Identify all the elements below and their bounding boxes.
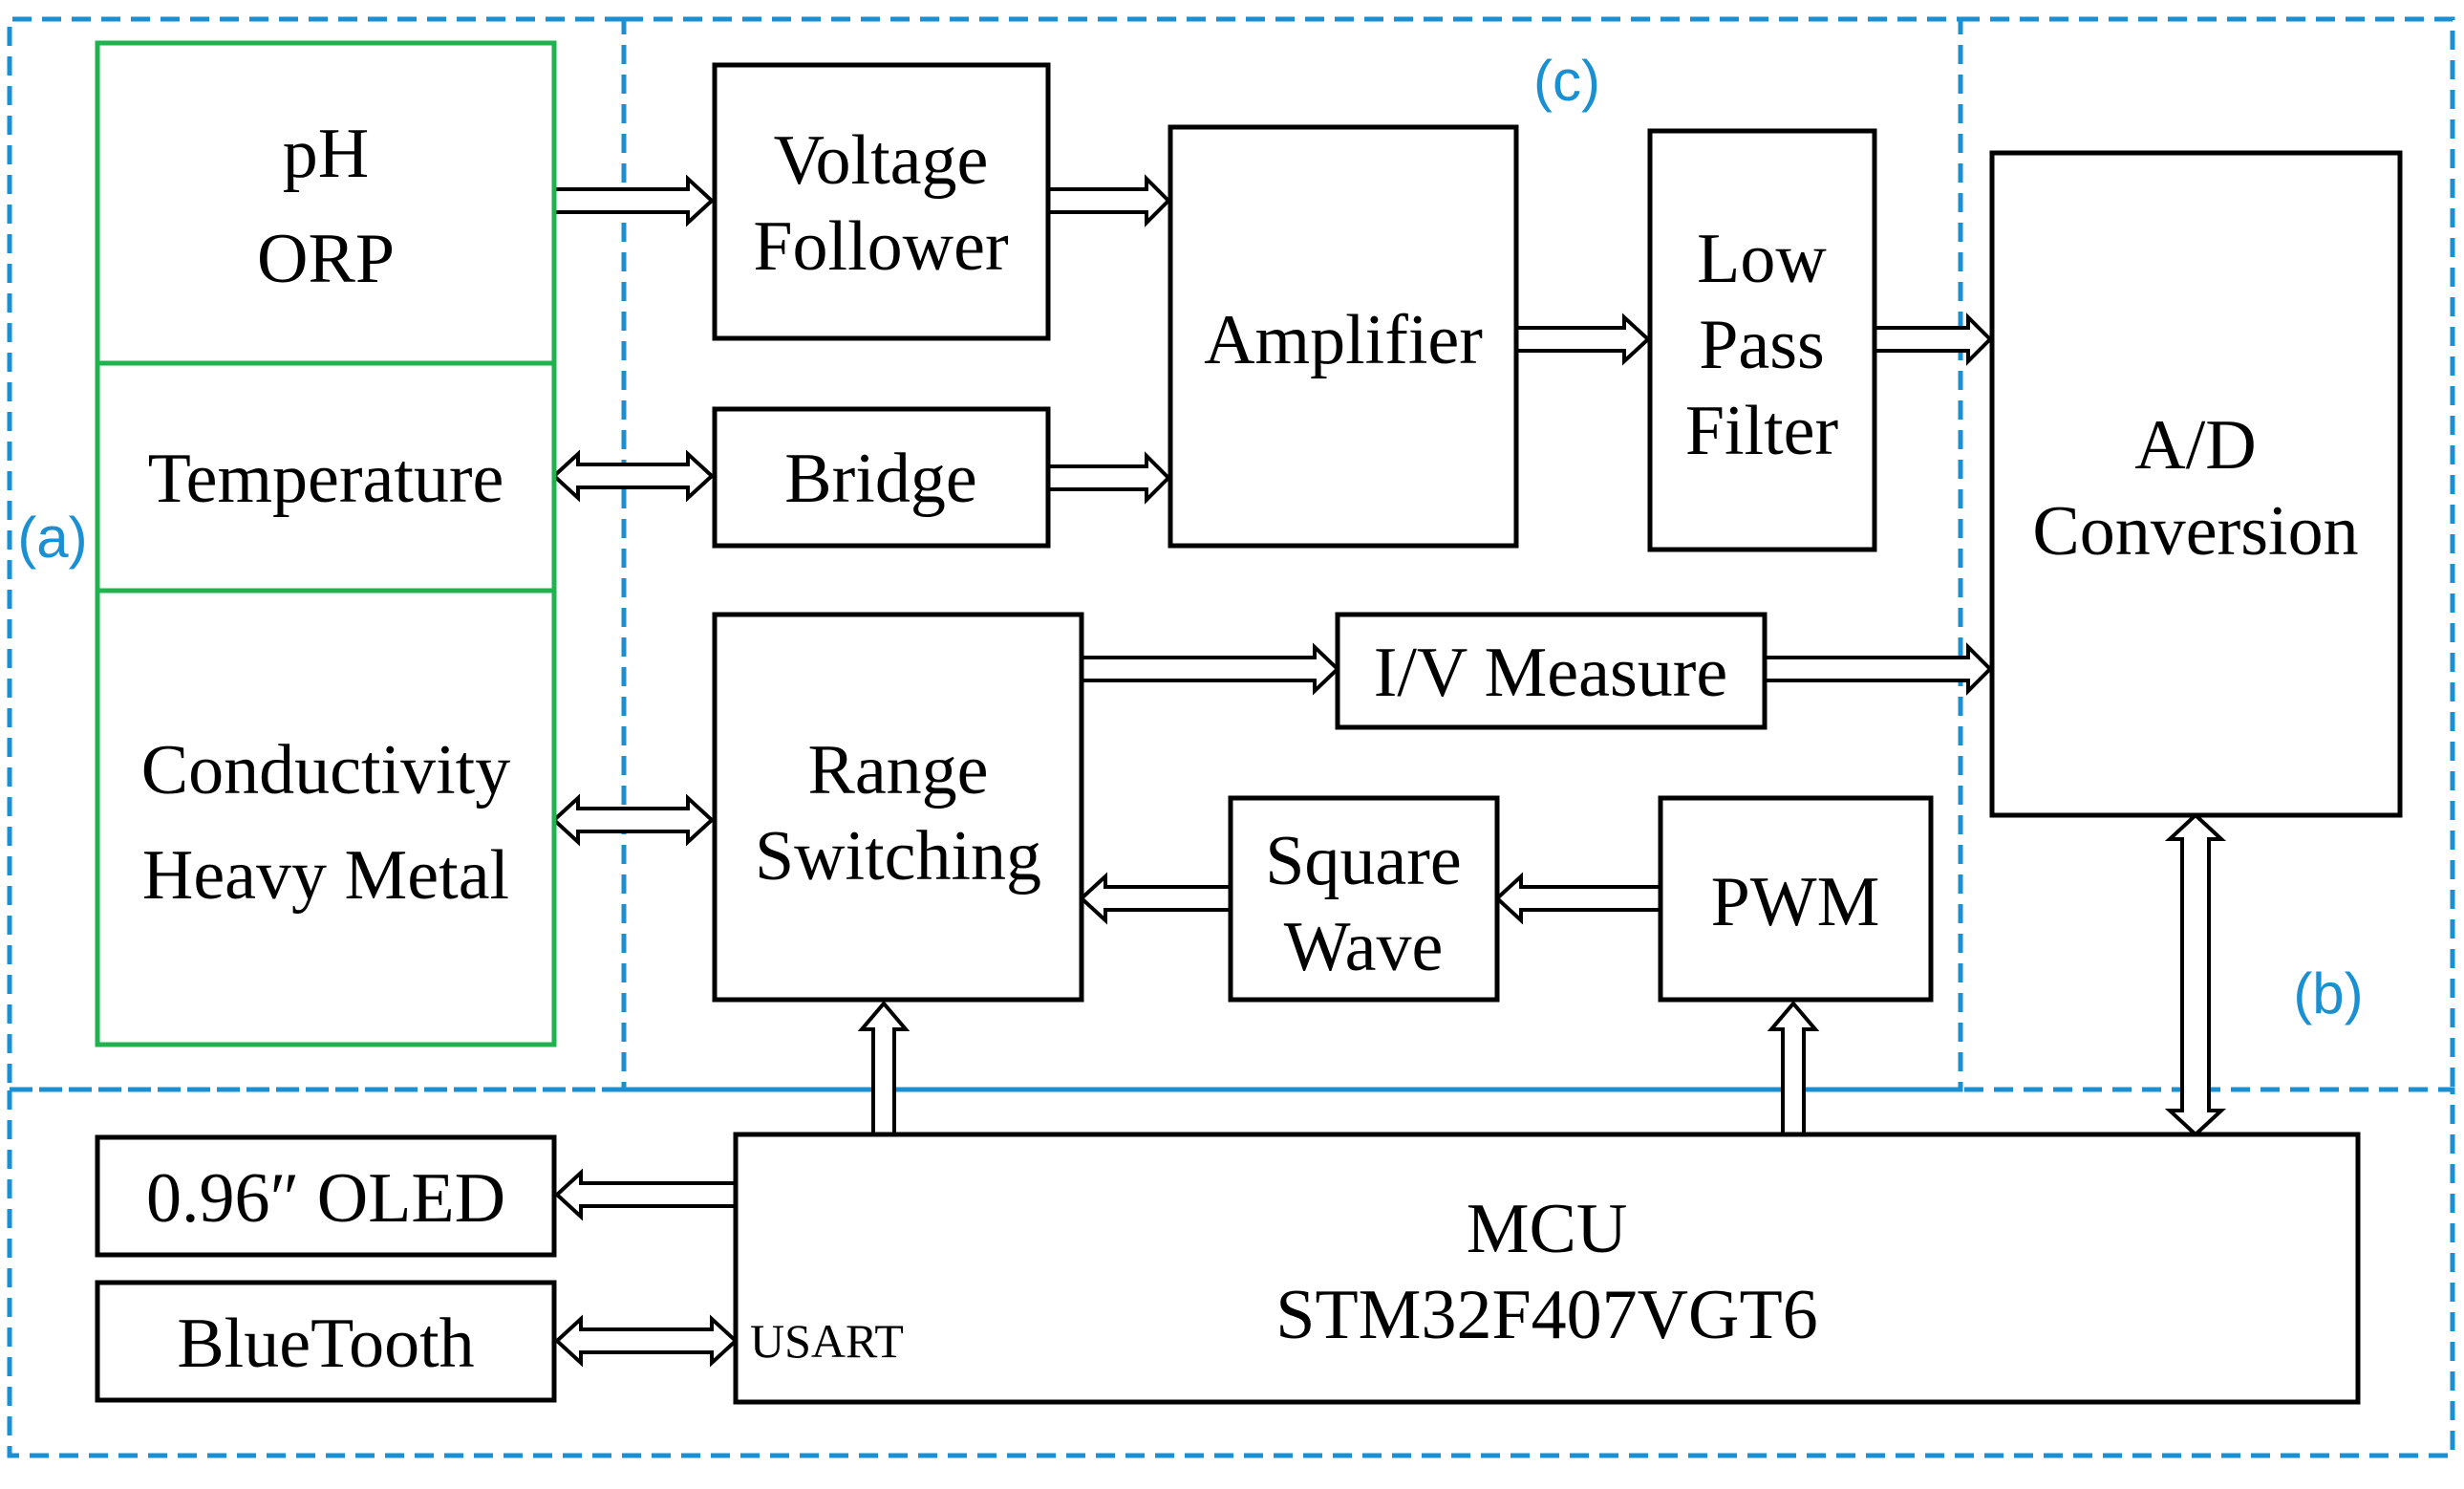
ad-label-1: A/D xyxy=(2134,406,2256,485)
arrow-range-to-iv xyxy=(1080,642,1340,696)
arrow-pwm-to-square xyxy=(1494,872,1662,925)
region-c-border xyxy=(621,16,1963,1092)
arrow-mcu-to-range xyxy=(857,1000,911,1136)
low-pass-label-1: Low xyxy=(1697,220,1827,298)
arrow-temperature-bridge xyxy=(551,449,715,503)
sensor-conductivity-box xyxy=(95,588,557,1047)
range-switching-label-1: Range xyxy=(807,731,988,809)
mcu-label: MCU xyxy=(1467,1190,1628,1268)
iv-measure-label: I/V Measure xyxy=(1374,634,1728,712)
sensor-temperature-box xyxy=(95,360,557,593)
region-b-label: (b) xyxy=(2293,961,2363,1025)
arrow-mcu-bluetooth xyxy=(554,1314,739,1368)
usart-label: USART xyxy=(750,1314,904,1368)
amplifier-block xyxy=(1168,124,1519,549)
arrow-mcu-to-oled xyxy=(554,1168,738,1221)
pwm-label: PWM xyxy=(1711,863,1880,941)
arrow-filter-to-ad xyxy=(1873,313,1993,366)
region-c-label: (c) xyxy=(1533,49,1600,113)
arrow-follower-to-amplifier xyxy=(1046,174,1171,227)
voltage-follower-label-1: Voltage xyxy=(774,121,989,200)
amplifier-label: Amplifier xyxy=(1204,301,1483,379)
arrow-amplifier-to-filter xyxy=(1514,313,1651,366)
ad-conversion-block xyxy=(1989,150,2403,818)
region-b-upper-border xyxy=(1960,16,2455,1090)
iv-measure-block xyxy=(1335,612,1768,730)
sensor-ph-label: pH xyxy=(283,115,369,193)
bridge-block xyxy=(712,406,1051,549)
bluetooth-block xyxy=(95,1280,557,1403)
sensor-conductivity-label: Conductivity xyxy=(141,731,510,809)
square-wave-label-1: Square xyxy=(1265,822,1462,900)
mcu-block xyxy=(733,1132,2361,1405)
region-b-border xyxy=(7,1087,2455,1458)
ad-label-2: Conversion xyxy=(2032,492,2358,571)
arrow-mcu-to-pwm xyxy=(1767,1000,1820,1136)
bridge-label: Bridge xyxy=(784,440,976,518)
oled-label: 0.96″ OLED xyxy=(146,1159,505,1238)
mcu-model-label: STM32F407VGT6 xyxy=(1275,1276,1817,1354)
arrow-bridge-to-amplifier xyxy=(1046,451,1171,505)
bluetooth-label: BlueTooth xyxy=(177,1305,474,1383)
low-pass-label-2: Pass xyxy=(1699,306,1825,384)
sensor-temperature-label: Temperature xyxy=(148,440,504,518)
square-wave-label-2: Wave xyxy=(1284,908,1444,986)
range-switching-label-2: Switching xyxy=(755,817,1041,896)
voltage-follower-block xyxy=(712,62,1051,341)
arrow-conductivity-range xyxy=(551,793,715,847)
region-a-label: (a) xyxy=(17,506,87,570)
range-switching-block xyxy=(712,612,1084,1003)
pwm-block xyxy=(1658,795,1934,1003)
sensor-orp-label: ORP xyxy=(257,220,395,298)
arrow-iv-to-ad xyxy=(1763,642,1993,696)
arrow-ph-to-follower xyxy=(552,174,715,227)
arrow-square-to-range xyxy=(1079,872,1232,925)
square-wave-block xyxy=(1228,795,1500,1003)
sensor-heavy-metal-label: Heavy Metal xyxy=(142,836,509,915)
oled-block xyxy=(95,1134,557,1258)
low-pass-filter-block xyxy=(1647,128,1877,552)
voltage-follower-label-2: Follower xyxy=(753,207,1008,286)
sensor-ph-orp-box xyxy=(95,40,557,366)
arrow-ad-mcu xyxy=(2164,812,2227,1137)
low-pass-label-3: Filter xyxy=(1685,392,1838,470)
